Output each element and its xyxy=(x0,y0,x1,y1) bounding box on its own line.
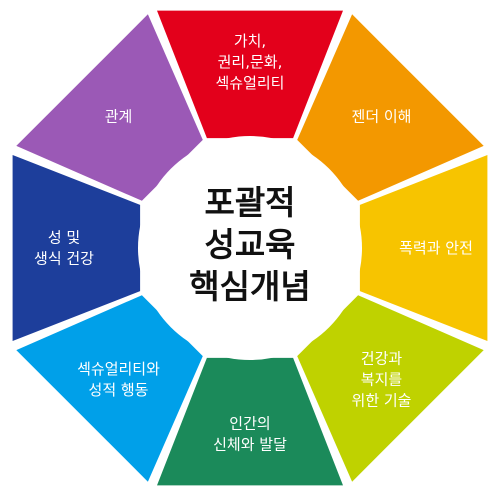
segment-1-label-line-2: 권리,문화, xyxy=(218,53,283,71)
segment-3-label-line-1: 폭력과 안전 xyxy=(399,239,473,257)
center-title-line-2: 성교육 xyxy=(204,225,295,264)
segment-6-label-line-2: 성적 행동 xyxy=(89,381,149,399)
segment-1-label-line-1: 가치, xyxy=(234,32,266,50)
segment-5-label-line-1: 인간의 xyxy=(229,415,270,433)
segment-3-label: 폭력과 안전 xyxy=(399,239,473,257)
segment-4 xyxy=(297,295,484,482)
segment-7-label-line-1: 성 및 xyxy=(48,229,80,247)
segment-2-label: 젠더 이해 xyxy=(352,108,412,126)
center-title-line-3: 핵심개념 xyxy=(189,267,310,306)
segment-7-label-line-2: 생식 건강 xyxy=(34,250,94,268)
segment-3 xyxy=(359,155,488,341)
center-title: 포괄적 성교육 핵심개념 xyxy=(189,183,310,306)
segment-2 xyxy=(297,14,484,201)
segment-6-label-line-1: 섹슈얼리티와 xyxy=(77,360,160,378)
segment-4-label-line-3: 위한 기술 xyxy=(352,392,412,410)
segment-8 xyxy=(16,14,203,201)
segment-4-label-line-2: 복지를 xyxy=(361,371,403,389)
segment-2-label-line-1: 젠더 이해 xyxy=(352,108,412,126)
segment-5 xyxy=(157,357,343,486)
segment-7 xyxy=(12,155,141,341)
center-disc xyxy=(138,136,362,360)
segment-8-label: 관계 xyxy=(105,108,133,126)
segment-6 xyxy=(16,295,203,482)
segment-4-label-line-1: 건강과 xyxy=(361,350,403,368)
segment-8-label-line-1: 관계 xyxy=(105,108,133,126)
segment-1 xyxy=(157,10,343,139)
center-title-line-1: 포괄적 xyxy=(204,183,295,222)
segment-5-label-line-2: 신체와 발달 xyxy=(213,436,287,454)
segment-1-label: 가치, 권리,문화, 섹슈얼리티 xyxy=(215,32,284,92)
segment-1-label-line-3: 섹슈얼리티 xyxy=(215,74,284,92)
